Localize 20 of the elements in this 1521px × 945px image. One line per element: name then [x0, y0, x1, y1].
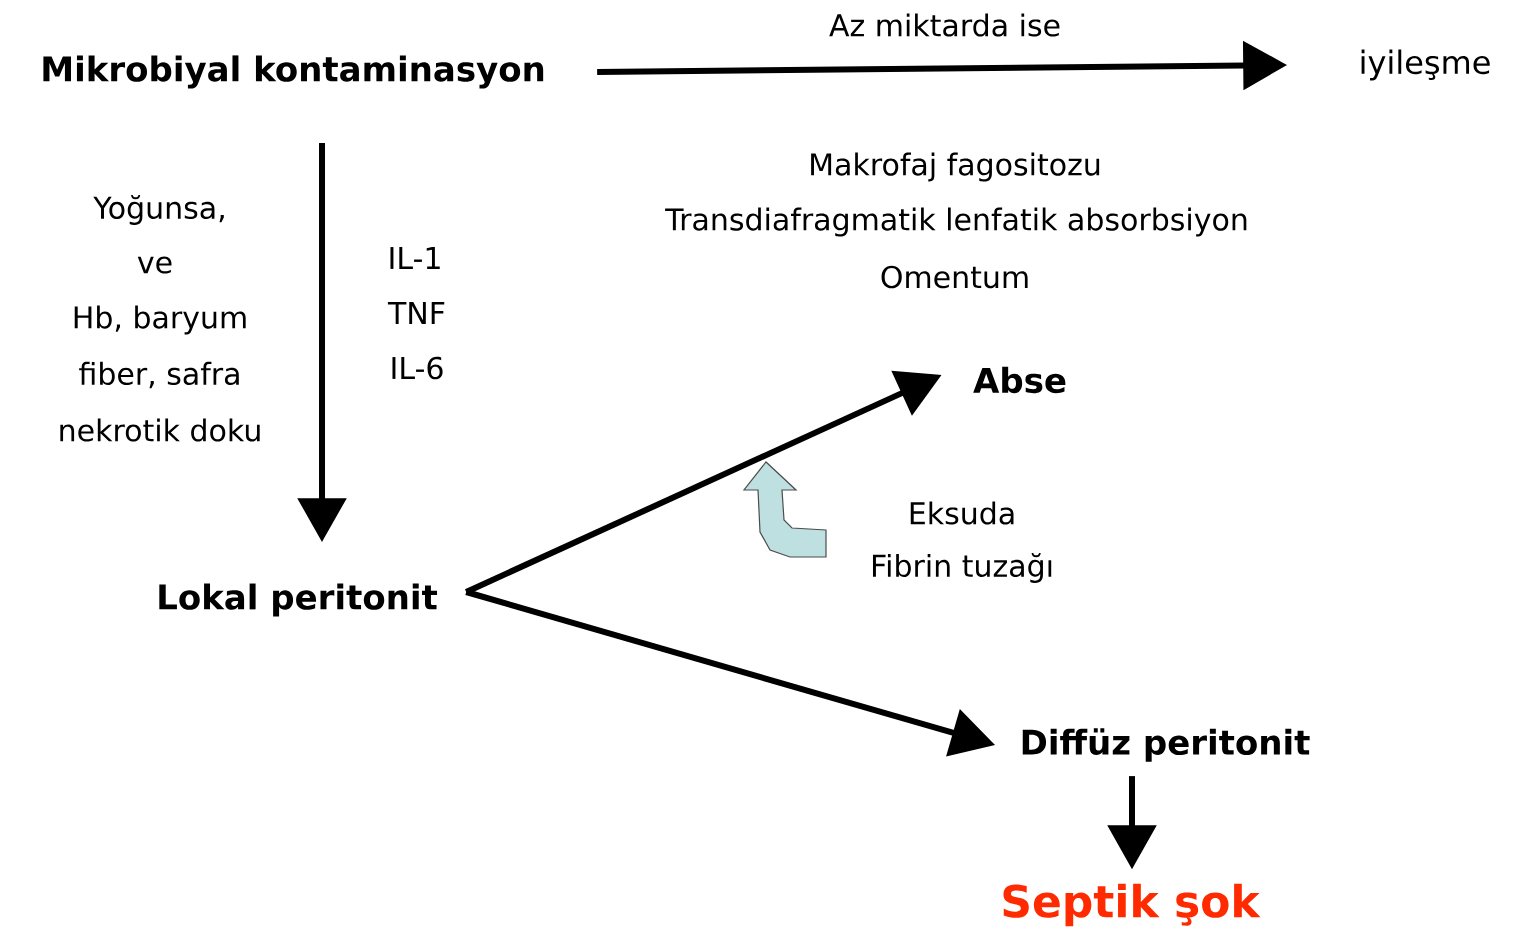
- text-label: Transdiafragmatik lenfatik absorbsiyon: [665, 207, 1247, 237]
- text-label: TNF: [387, 302, 445, 324]
- node-label: iyileşme: [1361, 49, 1490, 81]
- text-label: Makrofaj fagositozu: [811, 152, 1100, 182]
- edge-label: Az miktarda ise: [829, 13, 1060, 37]
- node-label: Mikrobiyal kontaminasyon: [43, 55, 544, 89]
- node-label: Lokal peritonit: [159, 583, 438, 617]
- text-label: IL-6: [392, 356, 443, 380]
- text-label: Fibrin tuzağı: [873, 553, 1052, 583]
- text-label: IL-1: [390, 247, 440, 269]
- text-label: ve: [137, 256, 172, 274]
- text-label: Yoğunsa,: [93, 195, 224, 225]
- node-label: Diffüz peritonit: [1022, 728, 1310, 762]
- text-label: nekrotik doku: [60, 418, 260, 442]
- node-label: Abse: [973, 366, 1066, 394]
- text-label: fiber, safra: [79, 361, 239, 389]
- text-label: Eksuda: [910, 501, 1014, 525]
- text-label: Hb, baryum: [74, 305, 246, 335]
- text-label: Omentum: [881, 265, 1028, 289]
- node-label: Septik şok: [1003, 883, 1261, 927]
